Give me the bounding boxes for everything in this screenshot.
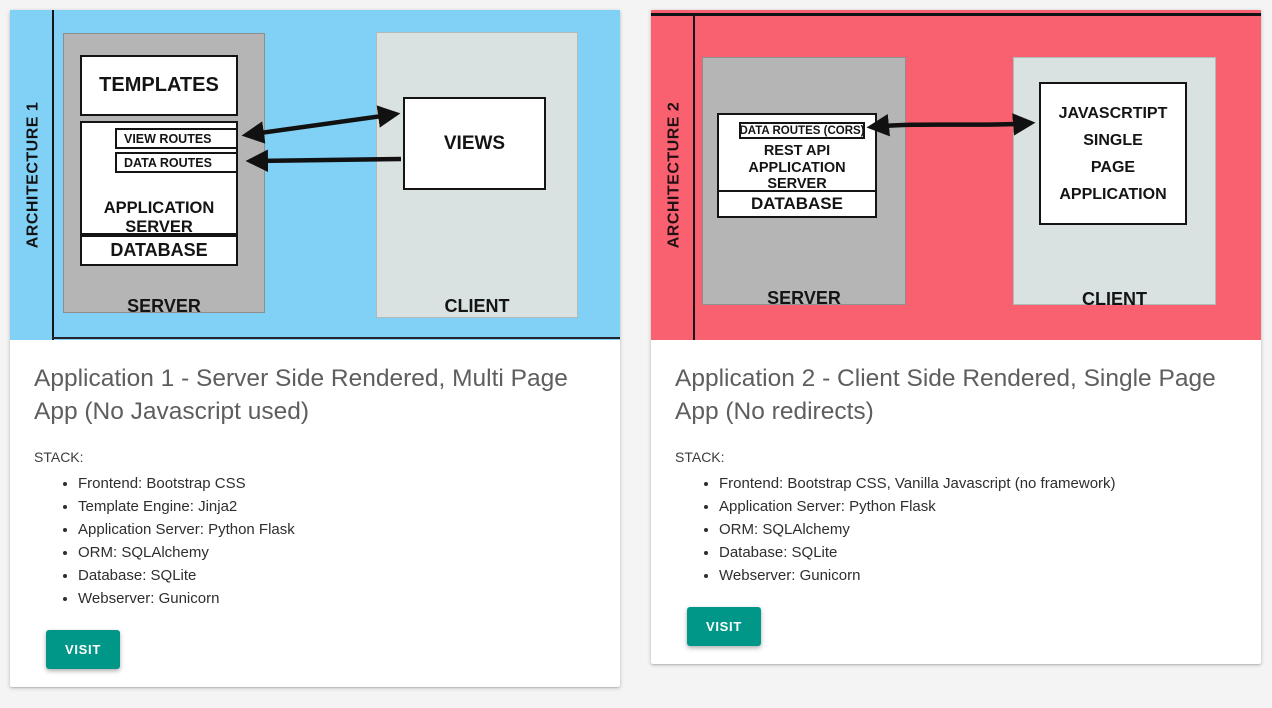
application-server-label: APPLICATION SERVER	[748, 160, 846, 192]
architecture2-label: ARCHITECTURE 2	[665, 101, 682, 249]
app1-stack-list: Frontend: Bootstrap CSS Template Engine:…	[34, 472, 596, 610]
database-box: DATABASE	[80, 235, 238, 266]
database-box: DATABASE	[717, 190, 877, 218]
spa-box: JAVASCRTIPT SINGLE PAGE APPLICATION	[1039, 82, 1187, 225]
templates-box: TEMPLATES	[80, 55, 238, 116]
rest-api-box: DATA ROUTES (CORS) REST API APPLICATION …	[717, 113, 877, 193]
application-server-box: VIEW ROUTES DATA ROUTES APPLICATION SERV…	[80, 121, 238, 236]
diagram-vertical-rule	[52, 10, 54, 340]
app2-stack-label: STACK:	[675, 449, 725, 465]
server-label: SERVER	[127, 296, 201, 316]
app2-title: Application 2 - Client Side Rendered, Si…	[675, 365, 1216, 425]
app1-visit-button[interactable]: VISIT	[46, 630, 121, 669]
spa-line: JAVASCRTIPT	[1058, 104, 1168, 122]
architecture1-label: ARCHITECTURE 1	[24, 101, 41, 249]
stack-item: Database: SQLite	[78, 564, 596, 587]
stack-item: Database: SQLite	[719, 541, 1237, 564]
stack-item: Frontend: Bootstrap CSS, Vanilla Javascr…	[719, 472, 1237, 495]
stack-item: Frontend: Bootstrap CSS	[78, 472, 596, 495]
views-box: VIEWS	[403, 97, 546, 190]
stack-item: Application Server: Python Flask	[78, 518, 596, 541]
app2-card: ARCHITECTURE 2 DATA ROUTES (CORS) REST A…	[651, 10, 1261, 664]
stack-item: Webserver: Gunicorn	[719, 564, 1237, 587]
app1-title: Application 1 - Server Side Rendered, Mu…	[34, 365, 568, 425]
client-label: CLIENT	[444, 296, 510, 316]
application-server-label: APPLICATION SERVER	[103, 199, 215, 236]
app2-card-body: Application 2 - Client Side Rendered, Si…	[651, 340, 1261, 646]
spa-line: APPLICATION	[1059, 185, 1167, 203]
stack-item: Application Server: Python Flask	[719, 495, 1237, 518]
rest-api-label: REST API	[763, 143, 831, 159]
app1-card: ARCHITECTURE 1 TEMPLATES VIEW ROUTES DAT…	[10, 10, 620, 687]
spa-line: PAGE	[1090, 158, 1136, 176]
server-label: SERVER	[767, 288, 841, 308]
diagram-bottom-rule	[52, 337, 620, 339]
architecture1-label-wrap: ARCHITECTURE 1	[10, 10, 56, 340]
stack-item: ORM: SQLAlchemy	[78, 541, 596, 564]
app1-architecture-diagram: ARCHITECTURE 1 TEMPLATES VIEW ROUTES DAT…	[10, 10, 620, 340]
app1-stack-label: STACK:	[34, 449, 84, 465]
app2-stack-list: Frontend: Bootstrap CSS, Vanilla Javascr…	[675, 472, 1237, 587]
client-label: CLIENT	[1082, 289, 1147, 309]
bidirectional-arrow	[241, 105, 401, 144]
stack-item: Webserver: Gunicorn	[78, 587, 596, 610]
app2-architecture-diagram: ARCHITECTURE 2 DATA ROUTES (CORS) REST A…	[651, 10, 1261, 340]
diagram-vertical-rule	[693, 14, 695, 340]
app2-visit-button[interactable]: VISIT	[687, 607, 762, 646]
stack-item: ORM: SQLAlchemy	[719, 518, 1237, 541]
data-routes-box: DATA ROUTES	[115, 152, 238, 173]
data-routes-cors-box: DATA ROUTES (CORS)	[739, 122, 865, 139]
spa-line: SINGLE	[1083, 131, 1143, 149]
app1-card-body: Application 1 - Server Side Rendered, Mu…	[10, 340, 620, 669]
view-routes-box: VIEW ROUTES	[115, 128, 238, 149]
stack-item: Template Engine: Jinja2	[78, 495, 596, 518]
architecture2-label-wrap: ARCHITECTURE 2	[651, 10, 697, 340]
diagram-top-rule	[651, 13, 1261, 16]
